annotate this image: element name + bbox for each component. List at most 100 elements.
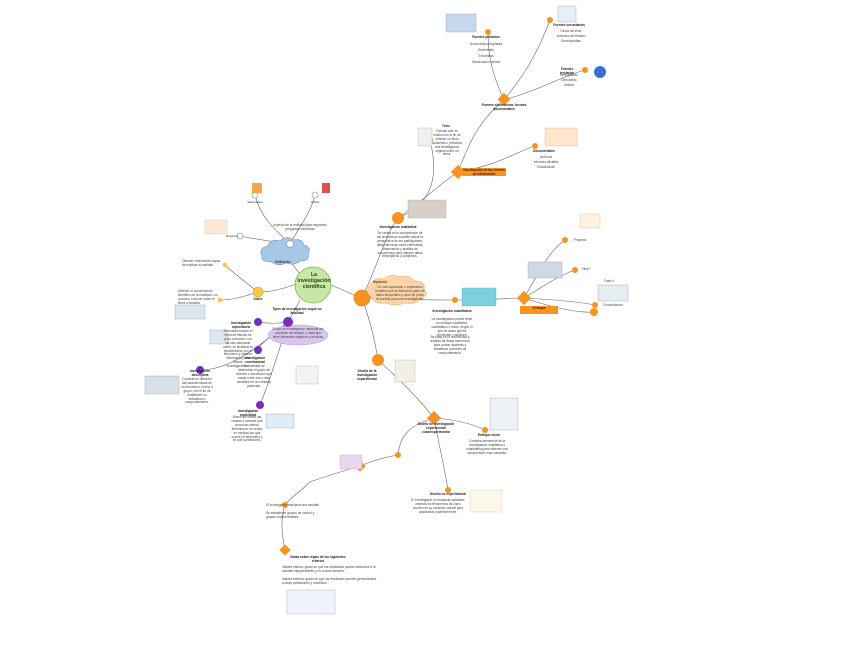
enfoque-item-fase1: Fase I <box>581 267 591 271</box>
fase2-node[interactable] <box>592 302 598 308</box>
tipos-description-cloud <box>267 324 329 346</box>
experimental-diamond-label: Diseño de investigación experimental cua… <box>417 422 455 434</box>
correlacional-text: Su finalidad es determinar el grado de r… <box>236 364 272 388</box>
image-tesis <box>417 127 433 147</box>
hipotesis-text: Es una suposición o explicación tentativ… <box>375 285 425 301</box>
tipos-node[interactable] <box>283 317 293 327</box>
no-experimental-title: Diseño no experimental <box>430 492 466 496</box>
tesis-text: Estudio que se realiza con el fin de obt… <box>432 129 462 157</box>
diseno-text: Combina elementos de la investigación cu… <box>466 439 508 455</box>
primarias-title: Fuentes primarias <box>472 35 500 39</box>
no-experimental-node[interactable] <box>445 487 451 493</box>
diseno-node[interactable] <box>482 427 488 433</box>
metodologia-node[interactable] <box>353 289 371 307</box>
image-secundarias <box>557 5 577 23</box>
fuentes-diamond[interactable] <box>497 92 511 106</box>
image-diseno <box>489 397 519 431</box>
primarias-node[interactable] <box>485 29 491 35</box>
no-experimental-text: El investigador no manipula variables; o… <box>411 498 465 514</box>
central-node[interactable] <box>294 266 332 304</box>
image-sistematica <box>252 183 262 193</box>
documentales-item-3: Estadísticas <box>537 165 555 169</box>
explicativa-node[interactable] <box>256 401 264 409</box>
sobre-item-1-node[interactable] <box>222 262 228 268</box>
hipotesis-title: Hipótesis <box>372 280 388 284</box>
descriptiva-node[interactable] <box>196 366 204 374</box>
tag-sistematica: Sistemática <box>247 200 263 204</box>
definicion-cloud[interactable] <box>260 237 310 266</box>
image-correlacional <box>295 365 319 385</box>
descriptiva-title: Investigación descriptiva <box>189 369 211 377</box>
definicion-node[interactable] <box>286 240 294 248</box>
sobre-node[interactable] <box>252 286 264 298</box>
correlacional-title: Investigación correlacional <box>244 356 266 364</box>
terciarias-node[interactable] <box>582 67 588 73</box>
secundarias-node[interactable] <box>547 17 553 23</box>
image-globe <box>594 66 606 78</box>
sobre-item-1: Obtener información capaz de explicar la… <box>182 259 221 267</box>
documentales-item-2: Informes oficiales <box>533 160 559 164</box>
empirica-node[interactable] <box>236 232 244 240</box>
correlacional-node[interactable] <box>254 346 262 354</box>
clasificacion-diamond[interactable] <box>450 164 466 180</box>
tipos-subtitle: El tipo de investigación depende del pro… <box>272 327 324 339</box>
exploratoria-title: Investigación exploratoria <box>230 321 252 329</box>
primarias-item-2: Entrevistas <box>478 48 494 52</box>
consolidacion-node[interactable] <box>590 308 598 316</box>
notas-title: Notas sobre reglas de los siguientes cri… <box>290 555 346 563</box>
descriptiva-text: Consiste en describir las característica… <box>181 377 213 405</box>
image-no-experimental <box>469 489 503 513</box>
enfoque-mixto-node[interactable] <box>395 452 401 458</box>
image-empirica <box>204 219 228 235</box>
experimental-node[interactable] <box>372 354 384 366</box>
image-cuantitativa <box>461 287 497 307</box>
critica-node[interactable] <box>311 191 319 199</box>
tag-empirica: Empírica <box>226 234 238 238</box>
notas-item-2: Validez externa: grado en que los result… <box>282 577 377 585</box>
image-notas <box>286 589 336 615</box>
image-exploratoria <box>209 329 229 345</box>
notas-diamond[interactable] <box>279 544 291 556</box>
enfoque-diamond[interactable] <box>516 290 532 306</box>
image-scientist <box>394 359 416 383</box>
explicativa-title: Investigación explicativa <box>237 409 259 417</box>
documentales-title: Documentales <box>533 149 555 153</box>
enfoque-item-fase2: Fase II <box>604 279 614 283</box>
terciarias-item-3: Índices <box>563 83 575 87</box>
exploratoria-node[interactable] <box>254 318 262 326</box>
experimental-diamond[interactable] <box>426 410 442 426</box>
image-critica <box>322 183 330 193</box>
clasificacion-label-box[interactable] <box>462 168 506 176</box>
cuasi-items-node[interactable] <box>282 502 288 508</box>
documentales-item-1: Archivos <box>539 155 553 159</box>
definicion-title: Definición <box>275 260 291 264</box>
cualitativa-text: Se centra en la comprensión de los fenóm… <box>376 231 424 259</box>
fase1-node[interactable] <box>572 267 578 273</box>
image-cualitativa <box>407 199 447 219</box>
enfoque-item-consolidacion: Consolidación <box>602 303 624 307</box>
proyecto-node[interactable] <box>562 237 568 243</box>
cualitativa-node[interactable] <box>392 212 404 224</box>
enfoque-label-box[interactable] <box>520 306 558 314</box>
cuasi-item-1: El investigador manipula una variable <box>266 503 319 507</box>
terciarias-item-1: Bibliografías <box>560 73 578 77</box>
sobre-item-2-node[interactable] <box>217 297 223 303</box>
primarias-item-1: Documentos originales <box>469 42 503 46</box>
image-enfoque-mixto <box>339 454 363 470</box>
hipotesis-cloud[interactable] <box>367 275 427 306</box>
sobre-title: Sobre <box>253 297 263 301</box>
notas-item-1: Validez interna: grado en que los result… <box>282 565 376 573</box>
image-explicativa <box>265 413 295 429</box>
documentales-node[interactable] <box>532 143 538 149</box>
cuantitativa-node[interactable] <box>452 297 458 303</box>
tesis-title: Tesis <box>442 124 450 128</box>
secundarias-item-3: Enciclopedias <box>561 39 581 43</box>
fuentes-title: Fuentes electrónicas, fuentes documental… <box>481 103 527 111</box>
experimental-title: Diseño de la investigación experimental <box>356 369 378 381</box>
decorative-images <box>144 5 629 615</box>
secundarias-item-2: Artículos de revisión <box>556 34 586 38</box>
terciarias-item-2: Directorios <box>561 78 577 82</box>
explicativa-text: Busca encontrar las causas o razones que… <box>231 415 263 443</box>
terciarias-title: Fuentes terciarias <box>559 67 575 75</box>
